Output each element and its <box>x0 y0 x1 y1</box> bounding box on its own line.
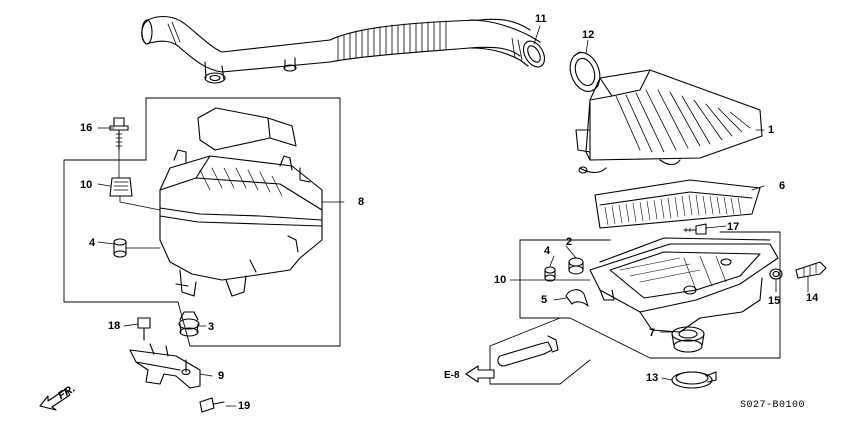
callout-1: 1 <box>768 124 775 136</box>
mount-10 <box>109 177 133 197</box>
upper-case <box>575 69 763 174</box>
front-arrow <box>39 388 71 411</box>
seal-ring <box>569 51 601 92</box>
callout-5: 5 <box>541 294 548 306</box>
callout-16: 15 <box>768 295 781 307</box>
callout-17: 16 <box>80 122 93 134</box>
callout-10: 10 <box>80 179 93 191</box>
callout-19-bottom: 19 <box>238 400 251 412</box>
callout-7: 7 <box>649 327 656 339</box>
intake-duct <box>141 15 546 84</box>
tube-part <box>497 335 559 367</box>
bolt-19-top <box>137 317 151 341</box>
reference-code: S027-B0100 <box>740 400 806 411</box>
bolt-18 <box>683 223 707 235</box>
cross-ref-label: E-8 <box>444 370 460 381</box>
callout-8: 8 <box>358 196 365 208</box>
callout-18: 17 <box>727 221 740 233</box>
group-frames <box>63 97 781 385</box>
collar-4-left <box>113 238 127 258</box>
bolt-19-bottom <box>199 397 225 413</box>
callout-19-top: 18 <box>108 320 121 332</box>
callout-6: 6 <box>779 180 786 192</box>
grommet-2 <box>568 257 584 275</box>
callout-4-right: 4 <box>544 245 551 257</box>
air-filter <box>594 179 761 229</box>
cross-ref-arrow <box>465 365 495 383</box>
callout-2: 2 <box>566 236 573 248</box>
clip-15 <box>795 261 827 279</box>
callout-15: 14 <box>806 292 819 304</box>
callout-12: 11 <box>535 13 547 25</box>
callout-13: 12 <box>582 29 595 41</box>
callout-14: 13 <box>646 372 659 384</box>
leader-lines <box>97 25 809 407</box>
callout-3: 3 <box>208 321 215 333</box>
collar-4-right <box>544 266 556 282</box>
callout-9: 9 <box>218 370 225 382</box>
bracket-9 <box>129 343 201 389</box>
clamp-14 <box>671 371 717 389</box>
callout-11: 10 <box>494 274 507 286</box>
lower-case <box>589 237 779 333</box>
bolt-17 <box>109 117 129 151</box>
resonator-chamber <box>159 107 323 297</box>
grommet-7 <box>671 326 705 353</box>
callout-4-left: 4 <box>89 237 96 249</box>
nut-16 <box>769 268 783 280</box>
clip-5 <box>565 289 589 307</box>
